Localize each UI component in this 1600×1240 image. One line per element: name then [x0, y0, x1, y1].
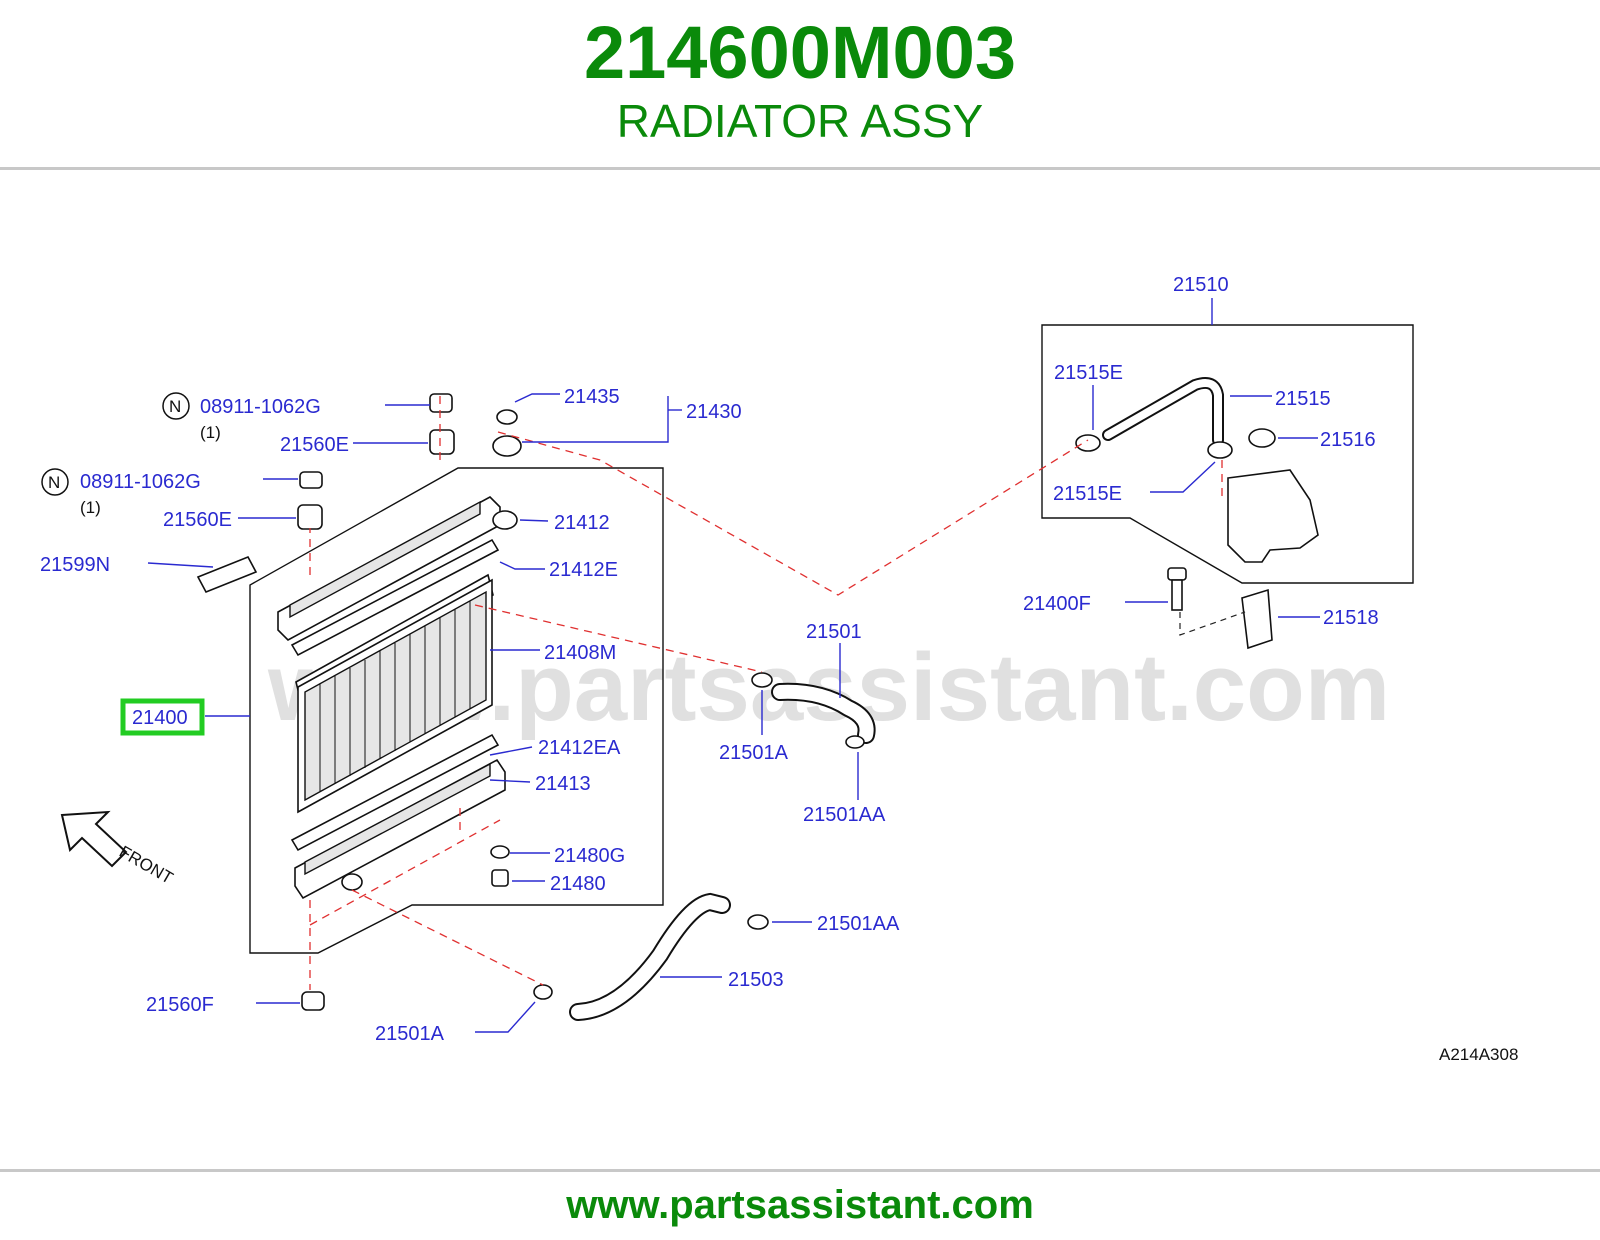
quantity-label: (1) — [200, 423, 221, 442]
part-label-21501A-lower[interactable]: 21501A — [375, 1023, 445, 1045]
footer-divider — [0, 1169, 1600, 1172]
leader-lines — [147, 298, 1320, 1033]
part-label-21501A-upper[interactable]: 21501A — [719, 742, 789, 764]
label-plate-icon — [196, 555, 258, 594]
header-divider — [0, 167, 1600, 170]
highlight-box-21400 — [120, 698, 205, 736]
part-label-21501AA-upper[interactable]: 21501AA — [803, 804, 886, 826]
part-label-21430[interactable]: 21430 — [686, 401, 742, 423]
part-label-21408M[interactable]: 21408M — [544, 642, 616, 664]
reservoir-assembly-frame — [1041, 324, 1414, 584]
bracket-icon — [1241, 588, 1273, 650]
part-label-21480G[interactable]: 21480G — [554, 845, 625, 867]
lower-seal — [290, 733, 500, 852]
mount-bushing-icon — [297, 393, 455, 1011]
n-symbol-label: N — [169, 397, 181, 416]
part-label-21518[interactable]: 21518 — [1323, 607, 1379, 629]
assembly-line — [474, 604, 763, 673]
part-label-21400[interactable]: 21400 — [132, 707, 188, 729]
part-label-21412[interactable]: 21412 — [554, 512, 610, 534]
part-label-21503[interactable]: 21503 — [728, 969, 784, 991]
assembly-line — [1179, 611, 1246, 636]
part-label-21400F[interactable]: 21400F — [1023, 593, 1091, 615]
radiator-assembly-frame — [249, 467, 664, 954]
bolt-icon — [1167, 567, 1187, 611]
page-header: 214600M003 RADIATOR ASSY — [0, 0, 1600, 170]
drain-plug-icon — [490, 845, 510, 887]
lower-tank — [294, 758, 506, 900]
reservoir-tank-icon — [1227, 428, 1319, 563]
n-symbol-circle — [162, 392, 190, 420]
part-label-08911-1062G-upper[interactable]: 08911-1062G — [200, 396, 321, 418]
part-label-21560E-upper[interactable]: 21560E — [280, 434, 349, 456]
front-arrow-icon — [60, 810, 128, 868]
part-label-21501[interactable]: 21501 — [806, 621, 862, 643]
diagram-code: A214A308 — [1439, 1045, 1518, 1064]
upper-tank — [277, 496, 518, 641]
part-label-21510[interactable]: 21510 — [1173, 274, 1229, 296]
part-label-21560E-lower[interactable]: 21560E — [163, 509, 232, 531]
part-label-21435[interactable]: 21435 — [564, 386, 620, 408]
hose-clamp-icon — [533, 434, 1233, 1000]
part-label-21480[interactable]: 21480 — [550, 873, 606, 895]
part-label-08911-1062G-lower[interactable]: 08911-1062G — [80, 471, 201, 493]
front-label: FRONT — [116, 842, 176, 888]
part-label-21515E-upper[interactable]: 21515E — [1054, 362, 1123, 384]
upper-seal — [290, 538, 500, 657]
part-label-21599N[interactable]: 21599N — [40, 554, 110, 576]
part-label-21515[interactable]: 21515 — [1275, 388, 1331, 410]
part-label-21515E-lower[interactable]: 21515E — [1053, 483, 1122, 505]
n-symbol-label: N — [48, 473, 60, 492]
reservoir-hose-icon — [1102, 377, 1224, 446]
radiator-core — [295, 573, 494, 814]
part-label-21412E[interactable]: 21412E — [549, 559, 618, 581]
part-label-21560F[interactable]: 21560F — [146, 994, 214, 1016]
assembly-line — [351, 889, 544, 986]
part-label-21412EA[interactable]: 21412EA — [538, 737, 621, 759]
quantity-label: (1) — [80, 498, 101, 517]
part-name-subtitle: RADIATOR ASSY — [616, 95, 984, 147]
part-number-title: 214600M003 — [583, 11, 1017, 94]
part-label-21501AA-lower[interactable]: 21501AA — [817, 913, 900, 935]
n-symbol-circle — [41, 468, 69, 496]
footer-website-link[interactable]: www.partsassistant.com — [566, 1183, 1034, 1227]
assembly-line — [497, 431, 1089, 596]
part-label-21413[interactable]: 21413 — [535, 773, 591, 795]
part-label-21516[interactable]: 21516 — [1320, 429, 1376, 451]
radiator-cap-icon — [492, 409, 522, 457]
